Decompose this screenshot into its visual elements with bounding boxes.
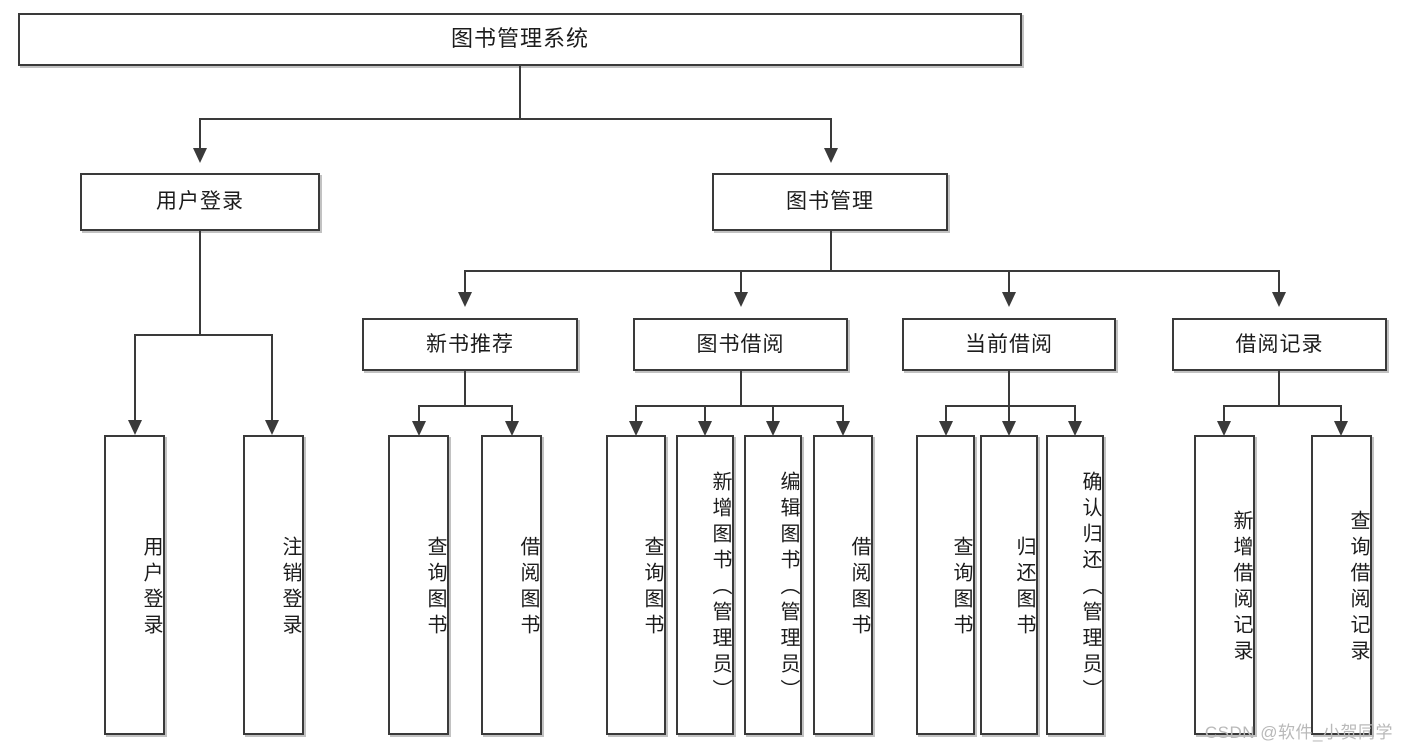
arrowhead-leaf-edit-book [766, 421, 780, 436]
connector-borrow-records-leaf-1 [1223, 405, 1225, 423]
arrowhead-leaf-borrow-book-2 [836, 421, 850, 436]
leaf-query-book-current-label: 查询图书 [950, 536, 972, 640]
arrowhead-borrow-records [1272, 292, 1286, 307]
connector-book-mgmt-to-records [1278, 270, 1280, 294]
node-book-management-label: 图书管理 [786, 190, 874, 214]
node-user-login-label: 用户登录 [156, 190, 244, 214]
arrowhead-leaf-query-record [1334, 421, 1348, 436]
arrowhead-leaf-user-login [128, 420, 142, 435]
connector-user-login-bus [134, 334, 273, 336]
node-current-borrow[interactable]: 当前借阅 [902, 318, 1116, 371]
arrowhead-book-borrow [734, 292, 748, 307]
arrowhead-leaf-add-book [698, 421, 712, 436]
connector-root-stem [519, 66, 521, 119]
arrowhead-book-mgmt [824, 148, 838, 163]
node-root-label: 图书管理系统 [450, 26, 589, 52]
node-root[interactable]: 图书管理系统 [18, 13, 1022, 66]
node-new-book-recommend[interactable]: 新书推荐 [362, 318, 578, 371]
leaf-add-book-admin[interactable]: 新增图书（管理员） [676, 435, 734, 735]
node-new-book-recommend-label: 新书推荐 [426, 332, 514, 356]
node-borrow-records-label: 借阅记录 [1235, 332, 1324, 356]
arrowhead-current-borrow [1002, 292, 1016, 307]
leaf-add-borrow-record[interactable]: 新增借阅记录 [1194, 435, 1255, 735]
leaf-confirm-return-admin[interactable]: 确认归还（管理员） [1046, 435, 1104, 735]
connector-root-to-book-mgmt [830, 118, 832, 150]
connector-current-borrow-bus [945, 405, 1075, 407]
leaf-add-borrow-record-label: 新增借阅记录 [1230, 510, 1252, 666]
node-user-login[interactable]: 用户登录 [80, 173, 320, 231]
connector-new-book-stem [464, 371, 466, 406]
node-book-borrow[interactable]: 图书借阅 [633, 318, 848, 371]
connector-book-borrow-leaf-4 [842, 405, 844, 423]
leaf-confirm-return-admin-label: 确认归还（管理员） [1079, 471, 1101, 705]
arrowhead-user-login [193, 148, 207, 163]
leaf-logout[interactable]: 注销登录 [243, 435, 304, 735]
arrowhead-leaf-confirm-return [1068, 421, 1082, 436]
leaf-borrow-book-borrow-label: 借阅图书 [848, 536, 870, 640]
connector-borrow-records-leaf-2 [1340, 405, 1342, 423]
connector-new-book-bus [418, 405, 513, 407]
arrowhead-leaf-borrow-book-1 [505, 421, 519, 436]
leaf-user-login-label: 用户登录 [140, 536, 162, 640]
connector-book-mgmt-bus [464, 270, 1280, 272]
leaf-user-login[interactable]: 用户登录 [104, 435, 165, 735]
connector-book-borrow-stem [740, 371, 742, 406]
connector-new-book-leaf-1 [418, 405, 420, 423]
connector-book-borrow-bus [635, 405, 842, 407]
leaf-return-book-label: 归还图书 [1013, 536, 1035, 640]
connector-new-book-leaf-2 [511, 405, 513, 423]
arrowhead-leaf-logout [265, 420, 279, 435]
leaf-logout-label: 注销登录 [279, 536, 301, 640]
connector-book-borrow-leaf-3 [772, 405, 774, 423]
leaf-query-book-newbook-label: 查询图书 [424, 536, 446, 640]
connector-root-bus [199, 118, 831, 120]
leaf-edit-book-admin-label: 编辑图书（管理员） [777, 471, 799, 705]
leaf-query-borrow-record[interactable]: 查询借阅记录 [1311, 435, 1372, 735]
connector-current-borrow-leaf-3 [1074, 405, 1076, 423]
node-book-management[interactable]: 图书管理 [712, 173, 948, 231]
leaf-return-book[interactable]: 归还图书 [980, 435, 1038, 735]
leaf-query-book-current[interactable]: 查询图书 [916, 435, 975, 735]
arrowhead-leaf-return-book [1002, 421, 1016, 436]
connector-user-login-leaf-1 [134, 334, 136, 422]
arrowhead-leaf-query-book-3 [939, 421, 953, 436]
connector-root-to-user-login [199, 118, 201, 150]
node-book-borrow-label: 图书借阅 [696, 332, 785, 356]
leaf-query-borrow-record-label: 查询借阅记录 [1347, 510, 1369, 666]
arrowhead-leaf-query-book-1 [412, 421, 426, 436]
node-borrow-records[interactable]: 借阅记录 [1172, 318, 1387, 371]
connector-borrow-records-stem [1278, 371, 1280, 406]
connector-book-borrow-leaf-2 [704, 405, 706, 423]
connector-book-mgmt-to-borrow [740, 270, 742, 294]
leaf-query-book-borrow-label: 查询图书 [641, 536, 663, 640]
connector-book-mgmt-to-current [1008, 270, 1010, 294]
leaf-borrow-book-newbook-label: 借阅图书 [517, 536, 539, 640]
leaf-add-book-admin-label: 新增图书（管理员） [709, 471, 731, 705]
connector-current-borrow-leaf-1 [945, 405, 947, 423]
connector-user-login-stem [199, 231, 201, 335]
leaf-query-book-borrow[interactable]: 查询图书 [606, 435, 666, 735]
arrowhead-new-book-rec [458, 292, 472, 307]
node-current-borrow-label: 当前借阅 [965, 332, 1053, 356]
arrowhead-leaf-query-book-2 [629, 421, 643, 436]
leaf-borrow-book-borrow[interactable]: 借阅图书 [813, 435, 873, 735]
connector-book-borrow-leaf-1 [635, 405, 637, 423]
connector-borrow-records-bus [1223, 405, 1342, 407]
leaf-query-book-newbook[interactable]: 查询图书 [388, 435, 449, 735]
connector-book-mgmt-stem [830, 231, 832, 271]
leaf-edit-book-admin[interactable]: 编辑图书（管理员） [744, 435, 802, 735]
connector-book-mgmt-to-new-book [464, 270, 466, 294]
leaf-borrow-book-newbook[interactable]: 借阅图书 [481, 435, 542, 735]
connector-current-borrow-leaf-2 [1008, 405, 1010, 423]
connector-user-login-leaf-2 [271, 334, 273, 422]
connector-current-borrow-stem [1008, 371, 1010, 406]
arrowhead-leaf-add-record [1217, 421, 1231, 436]
